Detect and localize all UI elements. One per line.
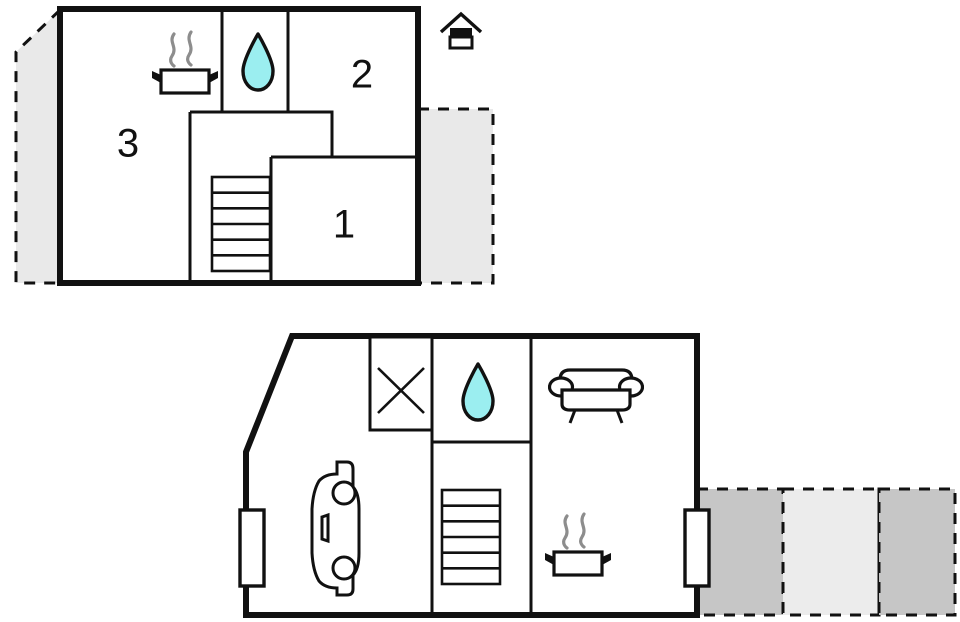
room-label-1: 1 xyxy=(333,203,355,247)
door-left-icon[interactable] xyxy=(238,508,266,588)
terrace-upper-right xyxy=(416,107,495,285)
room-label-2: 2 xyxy=(351,53,373,97)
door-right-icon[interactable] xyxy=(683,508,711,588)
car-icon xyxy=(310,460,361,597)
parking-bay-3 xyxy=(877,487,957,617)
cross-out-icon-2 xyxy=(377,367,425,414)
house-roof-icon xyxy=(439,12,483,50)
room-crossed xyxy=(368,335,434,432)
parking-bay-2 xyxy=(781,487,881,617)
stairs-icon xyxy=(440,488,502,586)
lower-level-group xyxy=(238,333,957,618)
terrace-upper-left xyxy=(14,6,62,285)
room-label-3: 3 xyxy=(117,122,139,166)
stairs-icon xyxy=(210,175,272,273)
upper-level-group: 3 2 1 xyxy=(14,6,495,286)
